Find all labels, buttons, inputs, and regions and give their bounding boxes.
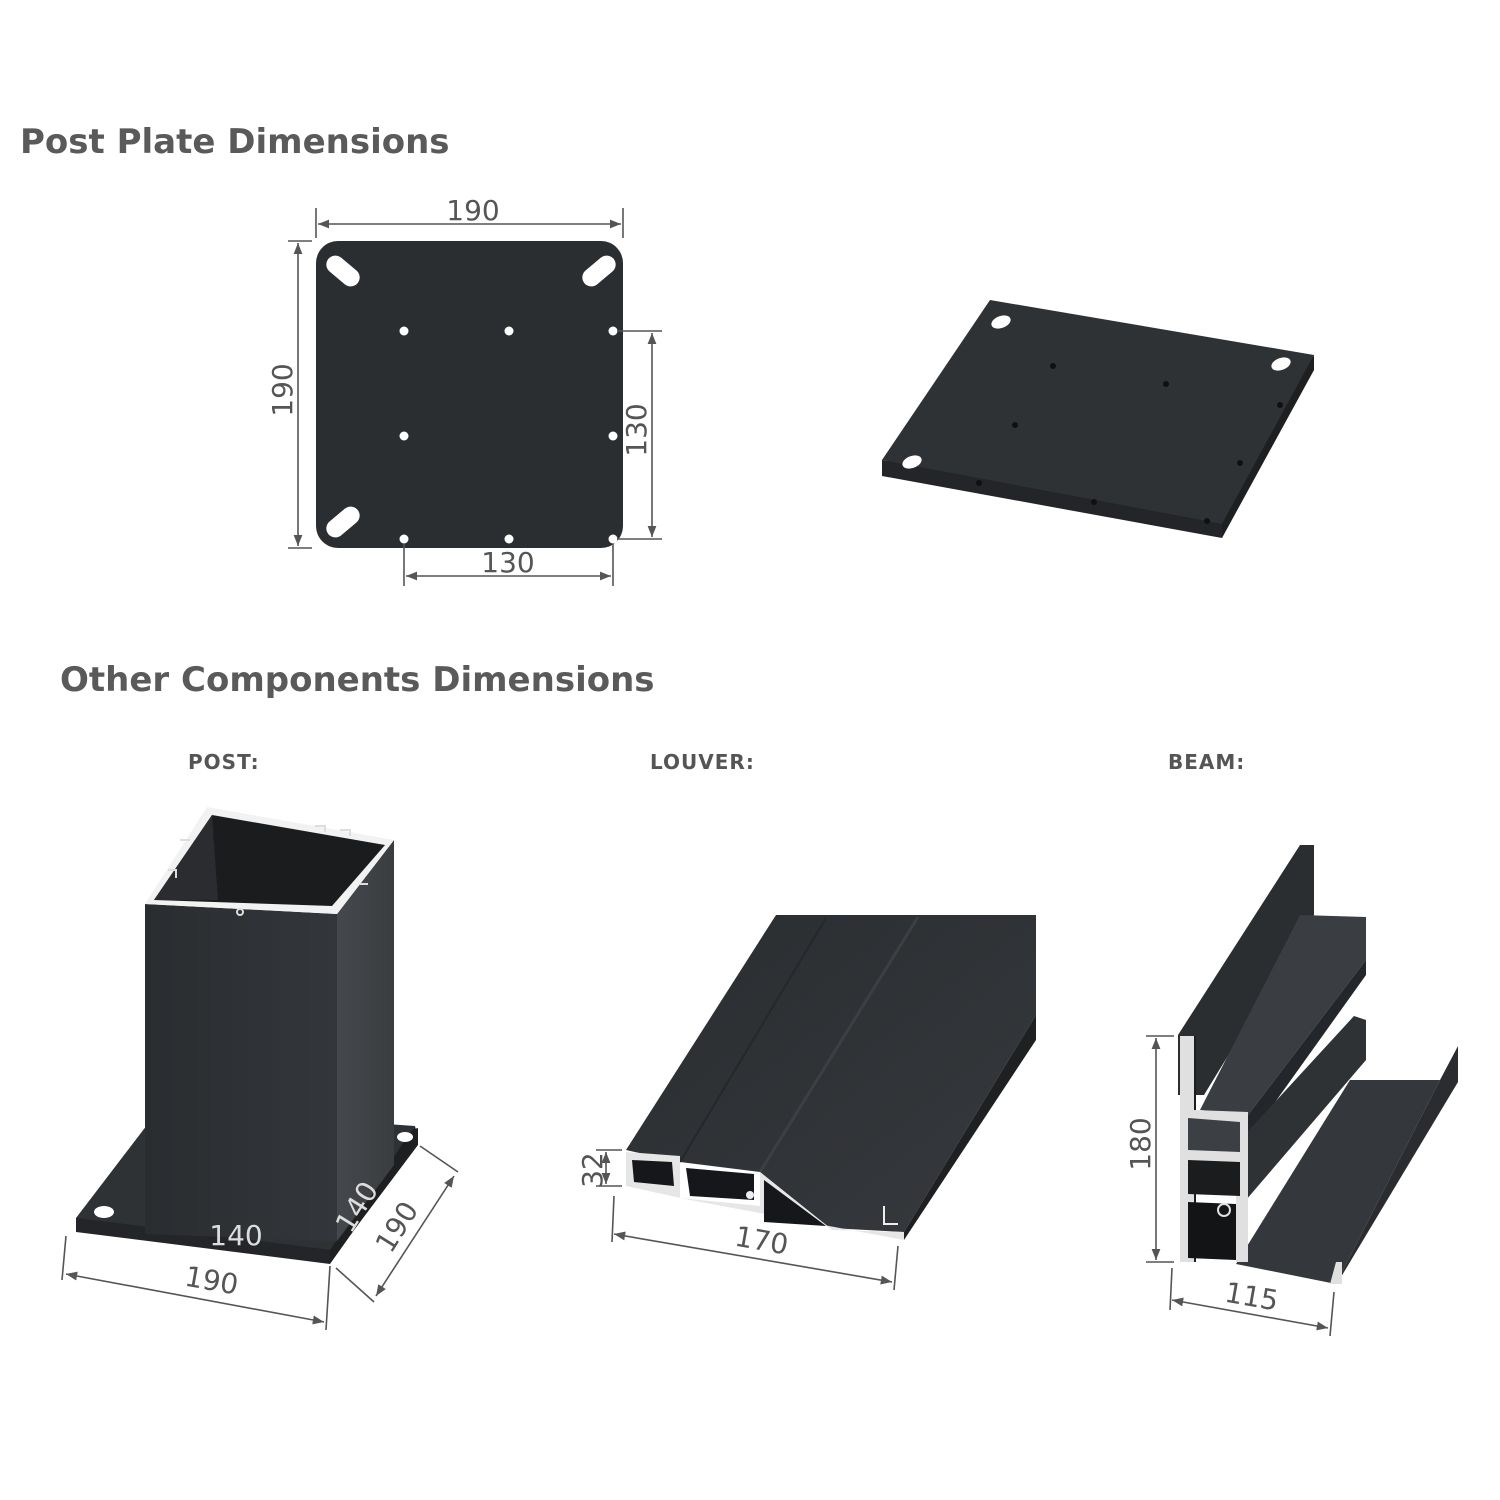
other-components-title: Other Components Dimensions xyxy=(60,660,655,700)
louver-label: LOUVER: xyxy=(650,750,755,774)
louver-height-dim: 32 xyxy=(576,1152,609,1188)
post-drawing xyxy=(76,807,418,1264)
plate-height-dim: 190 xyxy=(266,363,299,416)
beam-height-dim: 180 xyxy=(1124,1117,1157,1170)
louver-drawing xyxy=(626,915,1036,1240)
plate-hole-horizontal-dim: 130 xyxy=(481,546,534,579)
post-plate-top-view xyxy=(316,241,623,548)
post-label: POST: xyxy=(188,750,260,774)
plate-width-dim: 190 xyxy=(446,194,499,227)
plate-hole-vertical-dim: 130 xyxy=(620,403,653,456)
post-inner-front-dim: 140 xyxy=(209,1219,262,1252)
beam-drawing xyxy=(1178,845,1458,1284)
post-plate-title: Post Plate Dimensions xyxy=(20,122,450,162)
beam-label: BEAM: xyxy=(1168,750,1246,774)
post-plate-iso-view xyxy=(882,300,1314,538)
post-base-front-dim: 190 xyxy=(182,1260,240,1302)
